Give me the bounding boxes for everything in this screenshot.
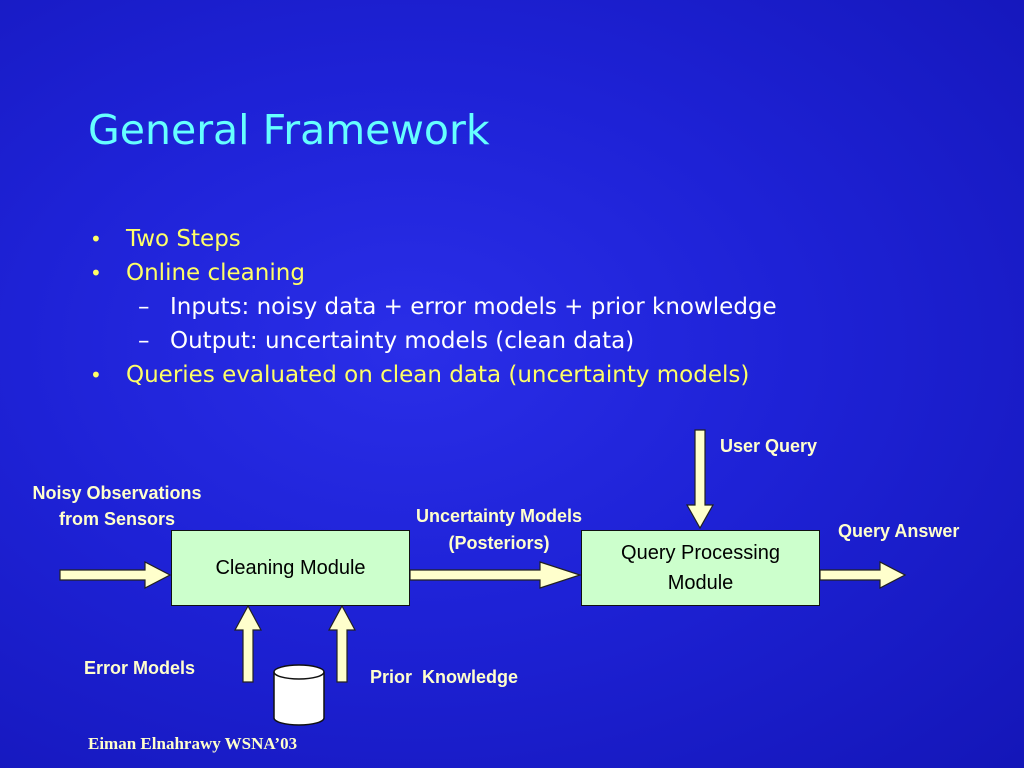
query-answer-arrow [819,561,907,589]
bullet-item: Online cleaning [88,256,777,290]
query-module-label-line2: Module [667,572,734,594]
error-models-arrow [233,604,263,683]
bullet-item: Two Steps [88,222,777,256]
noisy-input-arrow [59,561,172,589]
uncertainty-models-label: Uncertainty Models (Posteriors) [388,503,610,557]
query-processing-module-box: Query Processing Module [581,530,820,606]
error-models-label: Error Models [84,658,196,678]
uncertainty-label-line2: (Posteriors) [448,533,550,553]
prior-knowledge-label: Prior Knowledge [370,667,519,687]
query-answer-label: Query Answer [838,521,960,541]
user-query-arrow [685,429,715,530]
sub-bullet-item: Output: uncertainty models (clean data) [88,324,777,358]
bullet-item: Queries evaluated on clean data (uncerta… [88,358,777,392]
bullet-list: Two Steps Online cleaning Inputs: noisy … [88,222,777,392]
prior-knowledge-arrow [327,604,357,683]
noisy-observations-label: Noisy Observations from Sensors [6,480,228,532]
sub-bullet-item: Inputs: noisy data + error models + prio… [88,290,777,324]
uncertainty-arrow [409,561,582,589]
user-query-label: User Query [720,436,818,456]
database-cylinder-icon [273,664,325,726]
cleaning-module-box: Cleaning Module [171,530,410,606]
noisy-label-line1: Noisy Observations [32,483,202,503]
slide-title: General Framework [88,106,490,154]
uncertainty-label-line1: Uncertainty Models [415,506,583,526]
cleaning-module-label: Cleaning Module [215,557,366,579]
noisy-label-line2: from Sensors [58,509,176,529]
footer-credit: Eiman Elnahrawy WSNA’03 [88,734,298,753]
query-module-label-line1: Query Processing [621,542,780,564]
